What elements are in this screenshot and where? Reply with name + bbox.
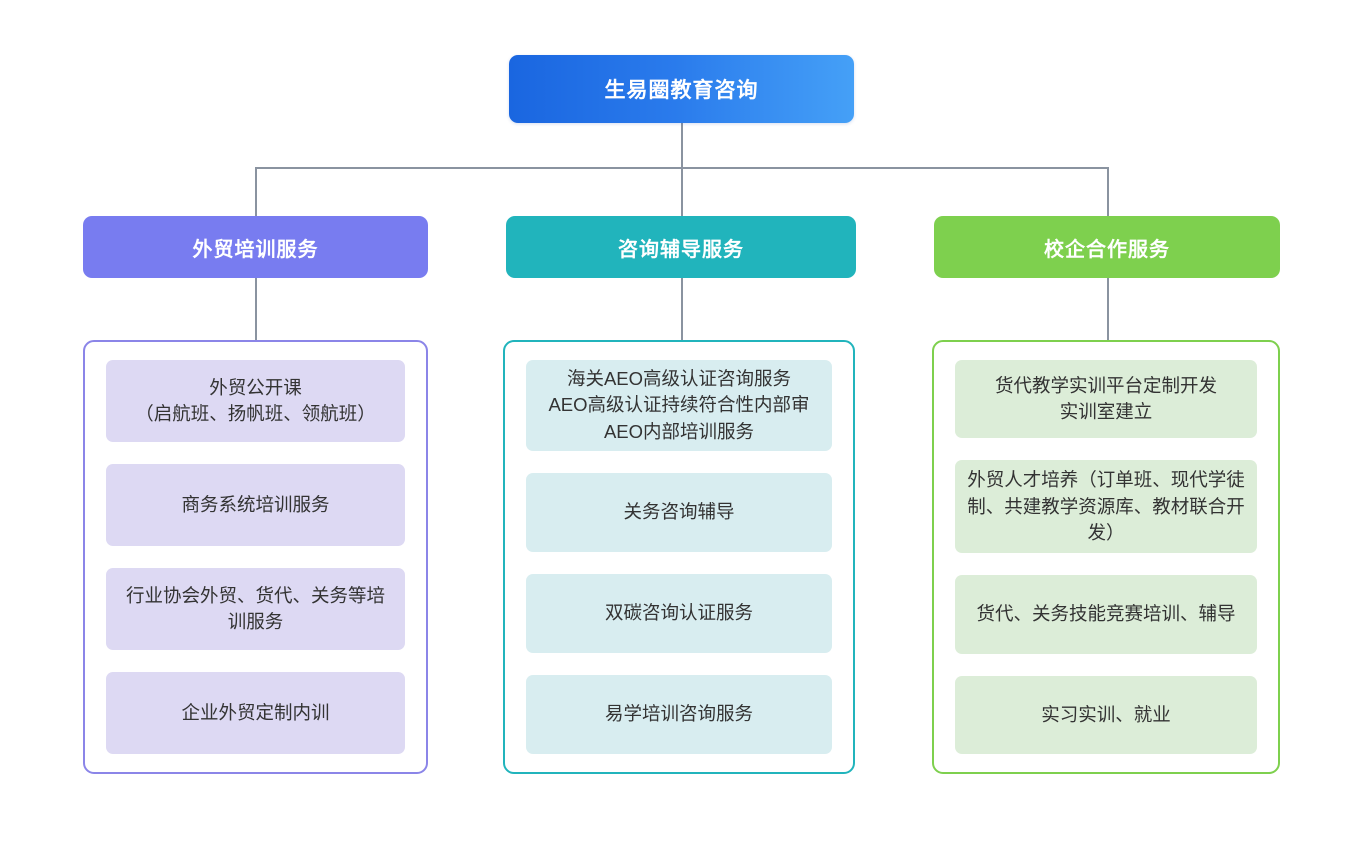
leaf-card-label: 关务咨询辅导 (623, 501, 735, 523)
leaf-card-label: 实习实训、就业 (1041, 703, 1171, 725)
leaf-card[interactable]: 关务咨询辅导 (526, 473, 832, 553)
leaf-card[interactable]: 货代、关务技能竞赛培训、辅导 (955, 575, 1257, 654)
category-header-1[interactable]: 咨询辅导服务 (506, 216, 856, 278)
leaf-card[interactable]: 货代教学实训平台定制开发 实训室建立 (955, 360, 1257, 439)
root-node-label: 生易圈教育咨询 (604, 79, 759, 102)
group-box-2: 货代教学实训平台定制开发 实训室建立 外贸人才培养（订单班、现代学徒制、共建教学… (932, 340, 1280, 774)
leaf-card[interactable]: 双碳咨询认证服务 (526, 574, 832, 654)
leaf-card[interactable]: 外贸人才培养（订单班、现代学徒制、共建教学资源库、教材联合开发） (955, 460, 1257, 554)
category-header-0-label: 外贸培训服务 (192, 238, 319, 261)
leaf-card-label: 易学培训咨询服务 (604, 703, 753, 725)
group-box-1: 海关AEO高级认证咨询服务 AEO高级认证持续符合性内部审 AEO内部培训服务 … (503, 340, 855, 774)
connector-branch-0-to-group (255, 278, 257, 340)
leaf-card-label: 外贸人才培养（订单班、现代学徒制、共建教学资源库、教材联合开发） (967, 469, 1245, 543)
category-header-1-label: 咨询辅导服务 (618, 238, 744, 261)
leaf-card-label: 行业协会外贸、货代、关务等培训服务 (125, 584, 385, 632)
leaf-card[interactable]: 行业协会外贸、货代、关务等培训服务 (106, 568, 405, 650)
connector-branch-0-down (255, 167, 257, 216)
leaf-card[interactable]: 易学培训咨询服务 (526, 675, 832, 754)
root-node[interactable]: 生易圈教育咨询 (509, 55, 854, 123)
connector-root-stem (681, 123, 683, 168)
leaf-card[interactable]: 海关AEO高级认证咨询服务 AEO高级认证持续符合性内部审 AEO内部培训服务 (526, 360, 832, 452)
leaf-card[interactable]: 商务系统培训服务 (106, 464, 405, 546)
connector-branch-2-to-group (1107, 278, 1109, 340)
leaf-card[interactable]: 外贸公开课 （启航班、扬帆班、领航班） (106, 360, 405, 442)
connector-branch-1-down (681, 167, 683, 216)
leaf-card-label: 外贸公开课 （启航班、扬帆班、领航班） (135, 376, 376, 424)
connector-branch-1-to-group (681, 278, 683, 340)
connector-branch-2-down (1107, 167, 1109, 216)
leaf-card[interactable]: 实习实训、就业 (955, 675, 1257, 754)
category-header-2[interactable]: 校企合作服务 (934, 216, 1280, 278)
category-header-2-label: 校企合作服务 (1044, 238, 1170, 261)
leaf-card-label: 海关AEO高级认证咨询服务 AEO高级认证持续符合性内部审 AEO内部培训服务 (548, 368, 810, 442)
leaf-card-label: 商务系统培训服务 (181, 493, 330, 515)
leaf-card-label: 企业外贸定制内训 (181, 701, 330, 723)
leaf-card-label: 双碳咨询认证服务 (604, 602, 753, 624)
leaf-card-label: 货代教学实训平台定制开发 实训室建立 (994, 374, 1217, 423)
group-box-0: 外贸公开课 （启航班、扬帆班、领航班） 商务系统培训服务 行业协会外贸、货代、关… (83, 340, 428, 774)
leaf-card[interactable]: 企业外贸定制内训 (106, 672, 405, 754)
category-header-0[interactable]: 外贸培训服务 (83, 216, 428, 278)
leaf-card-label: 货代、关务技能竞赛培训、辅导 (976, 603, 1236, 625)
